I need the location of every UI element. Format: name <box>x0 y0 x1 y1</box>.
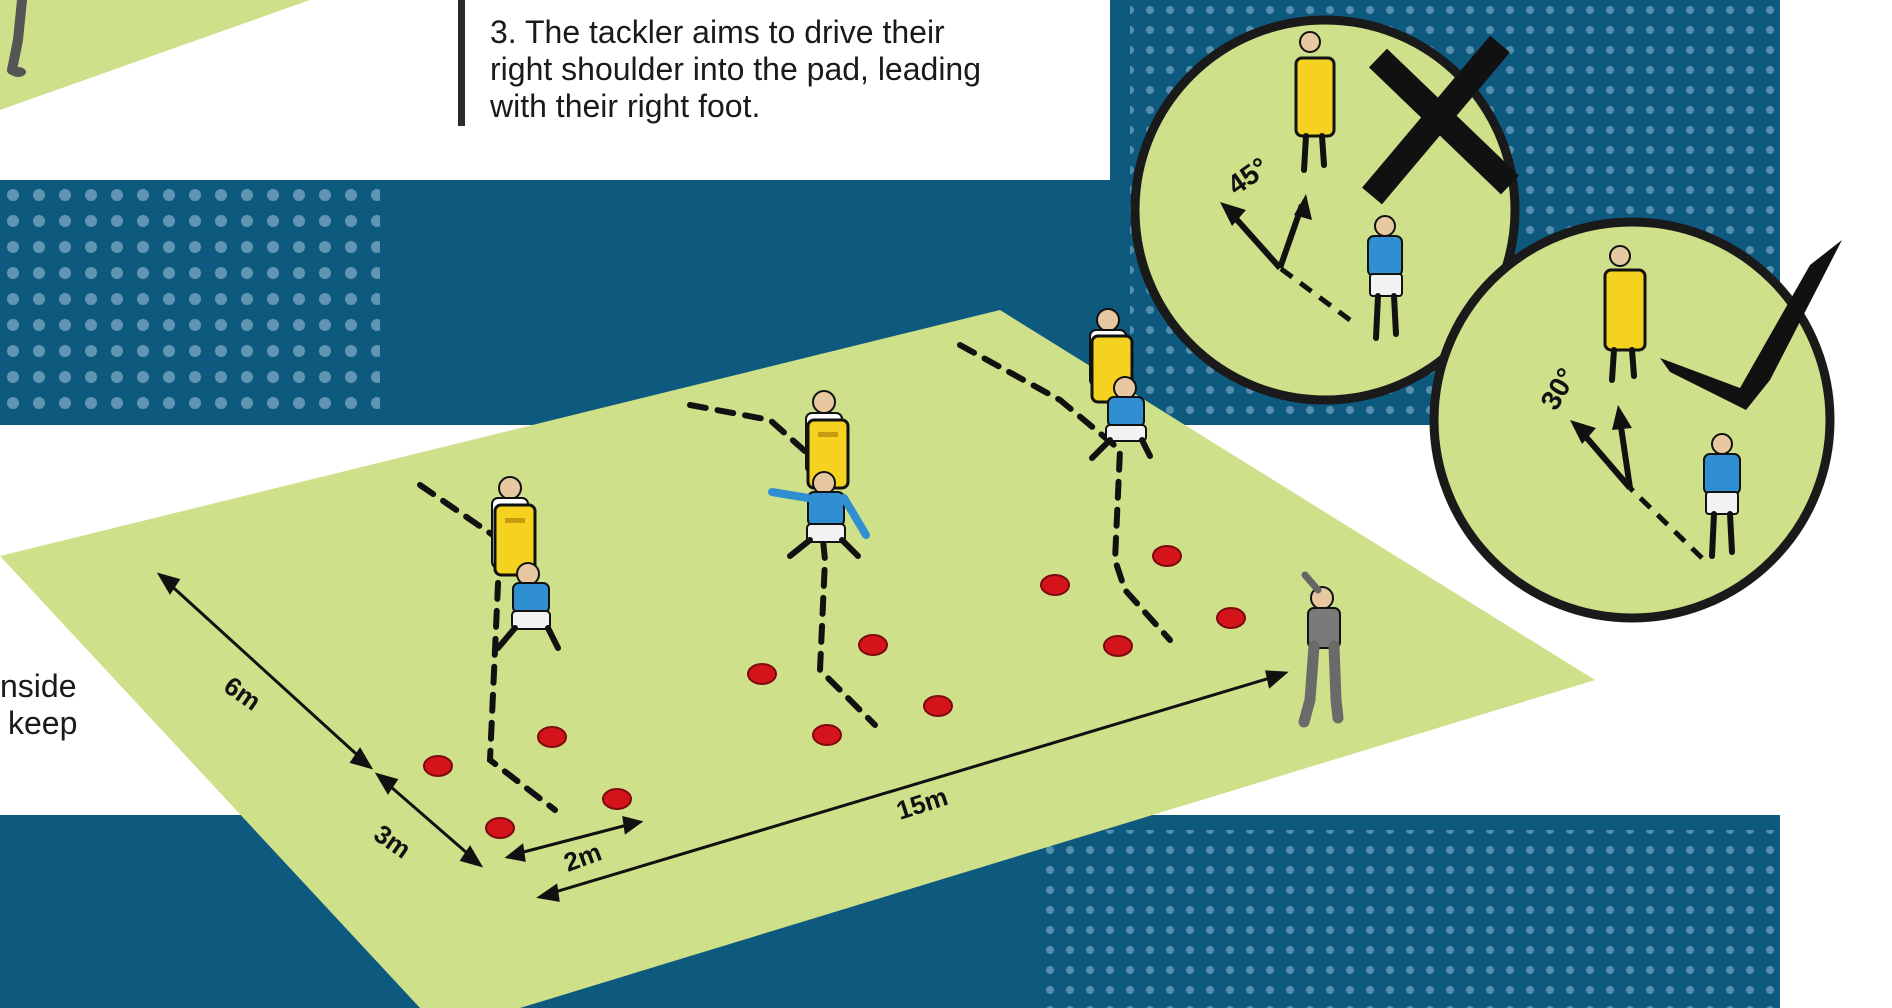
cone <box>1103 635 1133 657</box>
wrong-angle-inset: 45° <box>1130 15 1520 405</box>
cone <box>858 634 888 656</box>
cone <box>747 663 777 685</box>
players <box>491 308 1344 728</box>
cone <box>485 817 515 839</box>
previous-pitch-corner <box>0 0 310 110</box>
cones <box>423 545 1246 839</box>
measurement-arrows <box>156 572 1289 902</box>
inset-tackler <box>1367 215 1403 341</box>
instruction-line: with their right foot. <box>490 88 761 124</box>
cone <box>423 755 453 777</box>
cross-icon <box>1362 35 1520 205</box>
instruction-accent-bar <box>458 0 465 126</box>
inset-tackler <box>1703 433 1741 559</box>
running-lines <box>417 342 1173 813</box>
cutoff-line: nside <box>0 668 77 704</box>
coach <box>1298 571 1344 728</box>
cone <box>537 726 567 748</box>
inset-pad-holder <box>1603 245 1647 383</box>
pad-holder <box>491 476 537 577</box>
right-angle-inset: 30° <box>1429 217 1842 623</box>
cone <box>812 724 842 746</box>
cutoff-text: nside keep <box>0 668 77 742</box>
instruction-line: right shoulder into the pad, leading <box>490 51 982 87</box>
cone <box>923 695 953 717</box>
check-icon <box>1660 240 1842 410</box>
instruction-line: 3. The tackler aims to drive their <box>490 14 945 50</box>
cone <box>1152 545 1182 567</box>
instruction-panel <box>380 0 1110 180</box>
instruction-text: 3. The tackler aims to drive their right… <box>490 14 1110 125</box>
cutoff-line: keep <box>8 705 78 741</box>
tackler <box>1089 376 1153 461</box>
tackler <box>768 471 870 559</box>
inset-pad-holder <box>1294 31 1336 173</box>
cone <box>1040 574 1070 596</box>
pitch <box>0 310 1595 1008</box>
cone <box>602 788 632 810</box>
cone <box>1216 607 1246 629</box>
tackler <box>495 562 561 651</box>
